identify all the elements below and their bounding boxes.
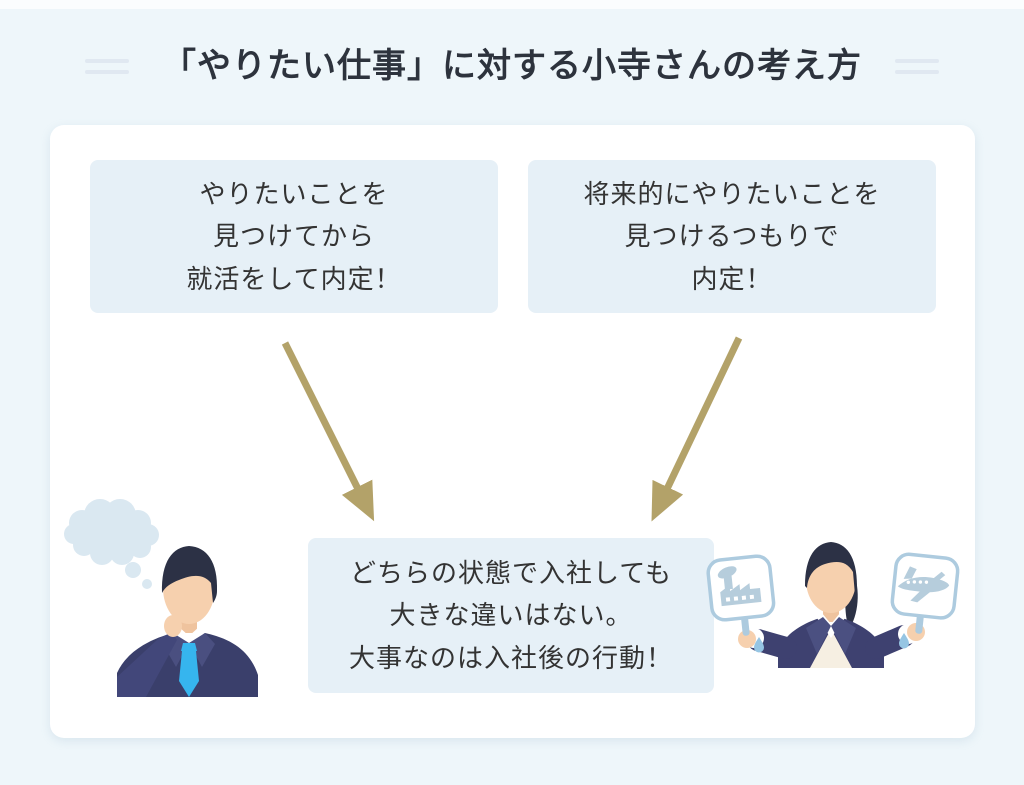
title-decoration-left-icon [85, 58, 129, 74]
premise-box-left: やりたいことを 見つけてから 就活をして内定！ [90, 160, 498, 313]
arrow-left-icon [281, 341, 375, 522]
woman-lapel-left [806, 617, 831, 654]
man-lapel-right [189, 633, 215, 667]
woman-lapel-right [831, 617, 856, 654]
arrow-right-icon [651, 336, 743, 522]
header: 「やりたい仕事」に対する小寺さんの考え方 [0, 44, 1024, 88]
woman-hair [805, 542, 857, 595]
man-shirt [172, 626, 206, 651]
sweat-drop-icon [899, 633, 909, 649]
sweat-drop-icon [754, 637, 764, 653]
conclusion-box: どちらの状態で入社しても 大きな違いはない。 大事なのは入社後の行動！ [308, 538, 714, 693]
top-strip [0, 0, 1024, 9]
businessman-figure [117, 546, 258, 697]
left-illustration [64, 499, 258, 697]
factory-icon [717, 566, 762, 607]
content-card: やりたいことを 見つけてから 就活をして内定！ 将来的にやりたいことを 見つける… [50, 125, 975, 738]
airplane-sign-handle [915, 613, 924, 634]
woman-hand-left [738, 630, 756, 648]
man-hair [161, 546, 218, 603]
title-decoration-right-icon [895, 58, 939, 74]
airplane-sign [890, 552, 960, 634]
man-arm [117, 632, 177, 697]
airplane-icon [897, 566, 950, 603]
factory-sign-handle [741, 615, 750, 636]
man-tie [179, 643, 199, 697]
factory-sign-board [706, 554, 776, 622]
page-title: 「やりたい仕事」に対する小寺さんの考え方 [162, 47, 862, 85]
woman-blouse [810, 629, 852, 668]
premise-box-right: 将来的にやりたいことを 見つけるつもりで 内定！ [528, 160, 936, 313]
thought-bubble-icon [64, 499, 159, 589]
man-hand [164, 615, 182, 637]
factory-sign [706, 554, 776, 636]
right-illustration [706, 542, 960, 668]
